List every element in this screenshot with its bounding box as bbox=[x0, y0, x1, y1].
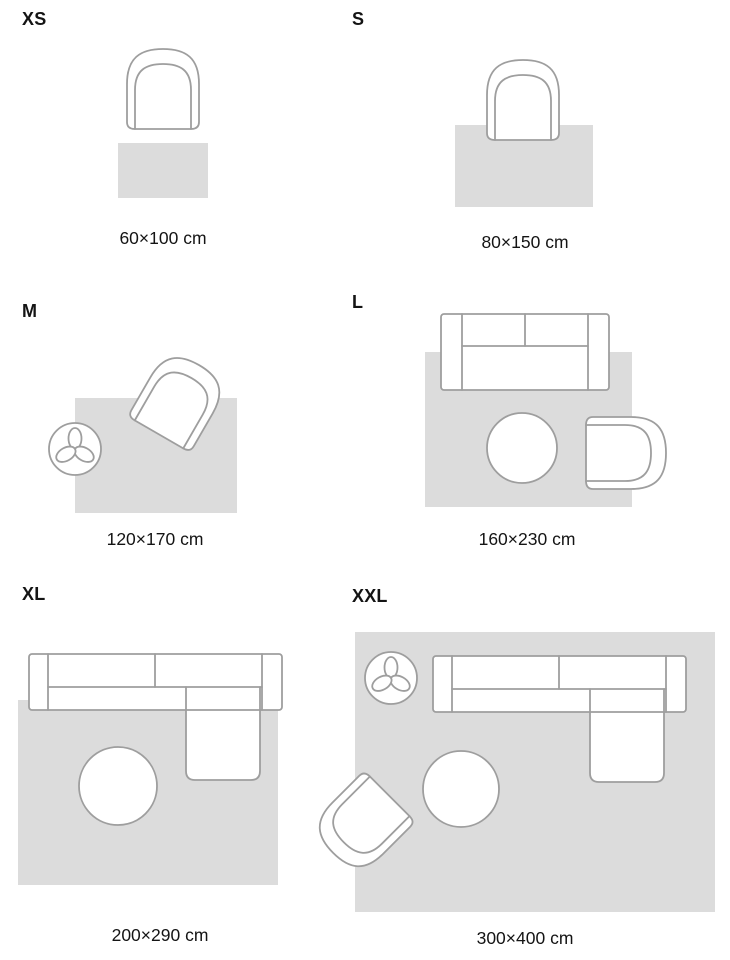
pouf-icon bbox=[486, 412, 558, 484]
m-illustration bbox=[48, 346, 237, 513]
pouf-icon bbox=[78, 746, 158, 826]
armchair-icon bbox=[486, 59, 560, 141]
size-label-l: L bbox=[352, 292, 364, 312]
xl-illustration bbox=[18, 653, 283, 885]
dimension-label-xl: 200×290 cm bbox=[111, 925, 209, 945]
rug-xs bbox=[118, 143, 208, 198]
dimension-label-s: 80×150 cm bbox=[481, 232, 569, 252]
l-illustration bbox=[425, 313, 667, 507]
dimension-label-xxl: 300×400 cm bbox=[476, 928, 574, 948]
dimension-label-xs: 60×100 cm bbox=[119, 228, 207, 248]
s-illustration bbox=[455, 59, 593, 207]
size-label-xl: XL bbox=[22, 584, 46, 604]
dimension-label-l: 160×230 cm bbox=[478, 529, 576, 549]
size-label-m: M bbox=[22, 301, 38, 321]
armchair-icon bbox=[126, 48, 200, 130]
xxl-illustration bbox=[306, 632, 715, 912]
pouf-icon bbox=[422, 750, 500, 828]
plant-icon bbox=[48, 422, 102, 476]
size-label-xs: XS bbox=[22, 9, 47, 29]
size-label-xxl: XXL bbox=[352, 586, 388, 606]
xs-illustration bbox=[118, 48, 208, 198]
armchair-icon bbox=[585, 416, 667, 490]
size-label-s: S bbox=[352, 9, 365, 29]
dimension-label-m: 120×170 cm bbox=[106, 529, 204, 549]
sofa-icon bbox=[440, 313, 610, 391]
plant-icon bbox=[364, 651, 418, 705]
